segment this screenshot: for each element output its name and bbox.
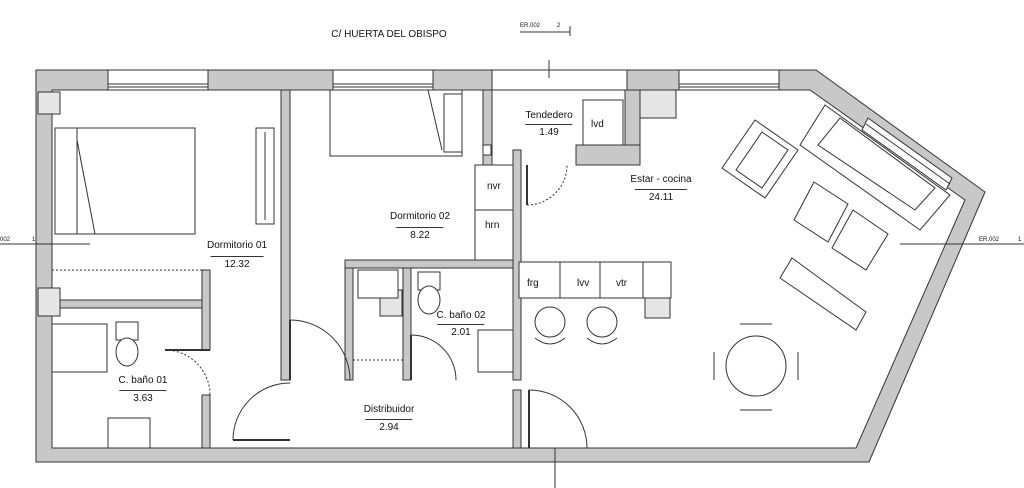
- room-estar-area: 24.11: [634, 189, 688, 203]
- appliance-frg: frg: [527, 278, 539, 289]
- appliance-lvv: lvv: [577, 278, 590, 289]
- room-tendedero-name: Tendedero: [525, 110, 573, 121]
- room-estar-name: Estar - cocina: [630, 174, 692, 185]
- bed-dormitorio02: [329, 89, 463, 157]
- room-dormitorio02-area: 8.22: [395, 227, 445, 241]
- section-mark-right-num: 1: [1018, 237, 1022, 243]
- room-dormitorio01-name: Dormitorio 01: [206, 240, 268, 251]
- room-distribuidor-name: Distribuidor: [363, 404, 415, 415]
- closet-dormitorio01: [255, 127, 275, 225]
- section-mark-left-num: 1: [32, 237, 36, 243]
- appliance-lvd: lvd: [591, 119, 604, 130]
- room-bano02-area: 2.01: [436, 324, 486, 338]
- doors: [164, 319, 588, 488]
- window-estar: [678, 69, 780, 91]
- window-dormitorio01: [107, 69, 209, 91]
- window-dormitorio02: [332, 69, 434, 91]
- tendedero-door-arc: [526, 164, 568, 206]
- kitchen-column: [474, 164, 514, 261]
- section-mark-top-num: 2: [557, 23, 561, 29]
- room-bano02-name: C. baño 02: [436, 310, 486, 321]
- appliance-vtr: vtr: [616, 278, 628, 289]
- dining-table: [713, 323, 799, 411]
- sofa: [799, 104, 951, 231]
- section-mark-left-ref: 002: [0, 237, 11, 243]
- section-mark-top-ref: ER.002: [520, 23, 541, 29]
- room-bano01-name: C. baño 01: [118, 375, 168, 386]
- appliance-hrn: hrn: [485, 220, 500, 231]
- room-dormitorio02-name: Dormitorio 02: [389, 211, 451, 222]
- room-tendedero-area: 1.49: [524, 124, 574, 138]
- room-distribuidor-area: 2.94: [364, 419, 414, 433]
- bench: [779, 257, 867, 331]
- coffee-tables: [793, 181, 889, 271]
- room-bano01-area: 3.63: [118, 390, 168, 404]
- section-mark-right-ref: ER.002: [979, 237, 1000, 243]
- window-angled: [861, 117, 953, 191]
- section-lines: [0, 26, 1024, 245]
- bano02-fixtures: [357, 269, 514, 373]
- bano01-fixtures: [51, 321, 151, 449]
- kitchen-counter: [518, 261, 672, 299]
- tendedero-fittings: [482, 99, 624, 156]
- bed-dormitorio01: [54, 127, 196, 235]
- room-dormitorio01-area: 12.32: [210, 256, 264, 270]
- armchair: [721, 119, 799, 199]
- opening-tendedero: [491, 60, 628, 91]
- bar-stools: [534, 306, 618, 345]
- street-name: C/ HUERTA DEL OBISPO: [331, 29, 447, 40]
- appliance-nvr: nvr: [487, 181, 501, 192]
